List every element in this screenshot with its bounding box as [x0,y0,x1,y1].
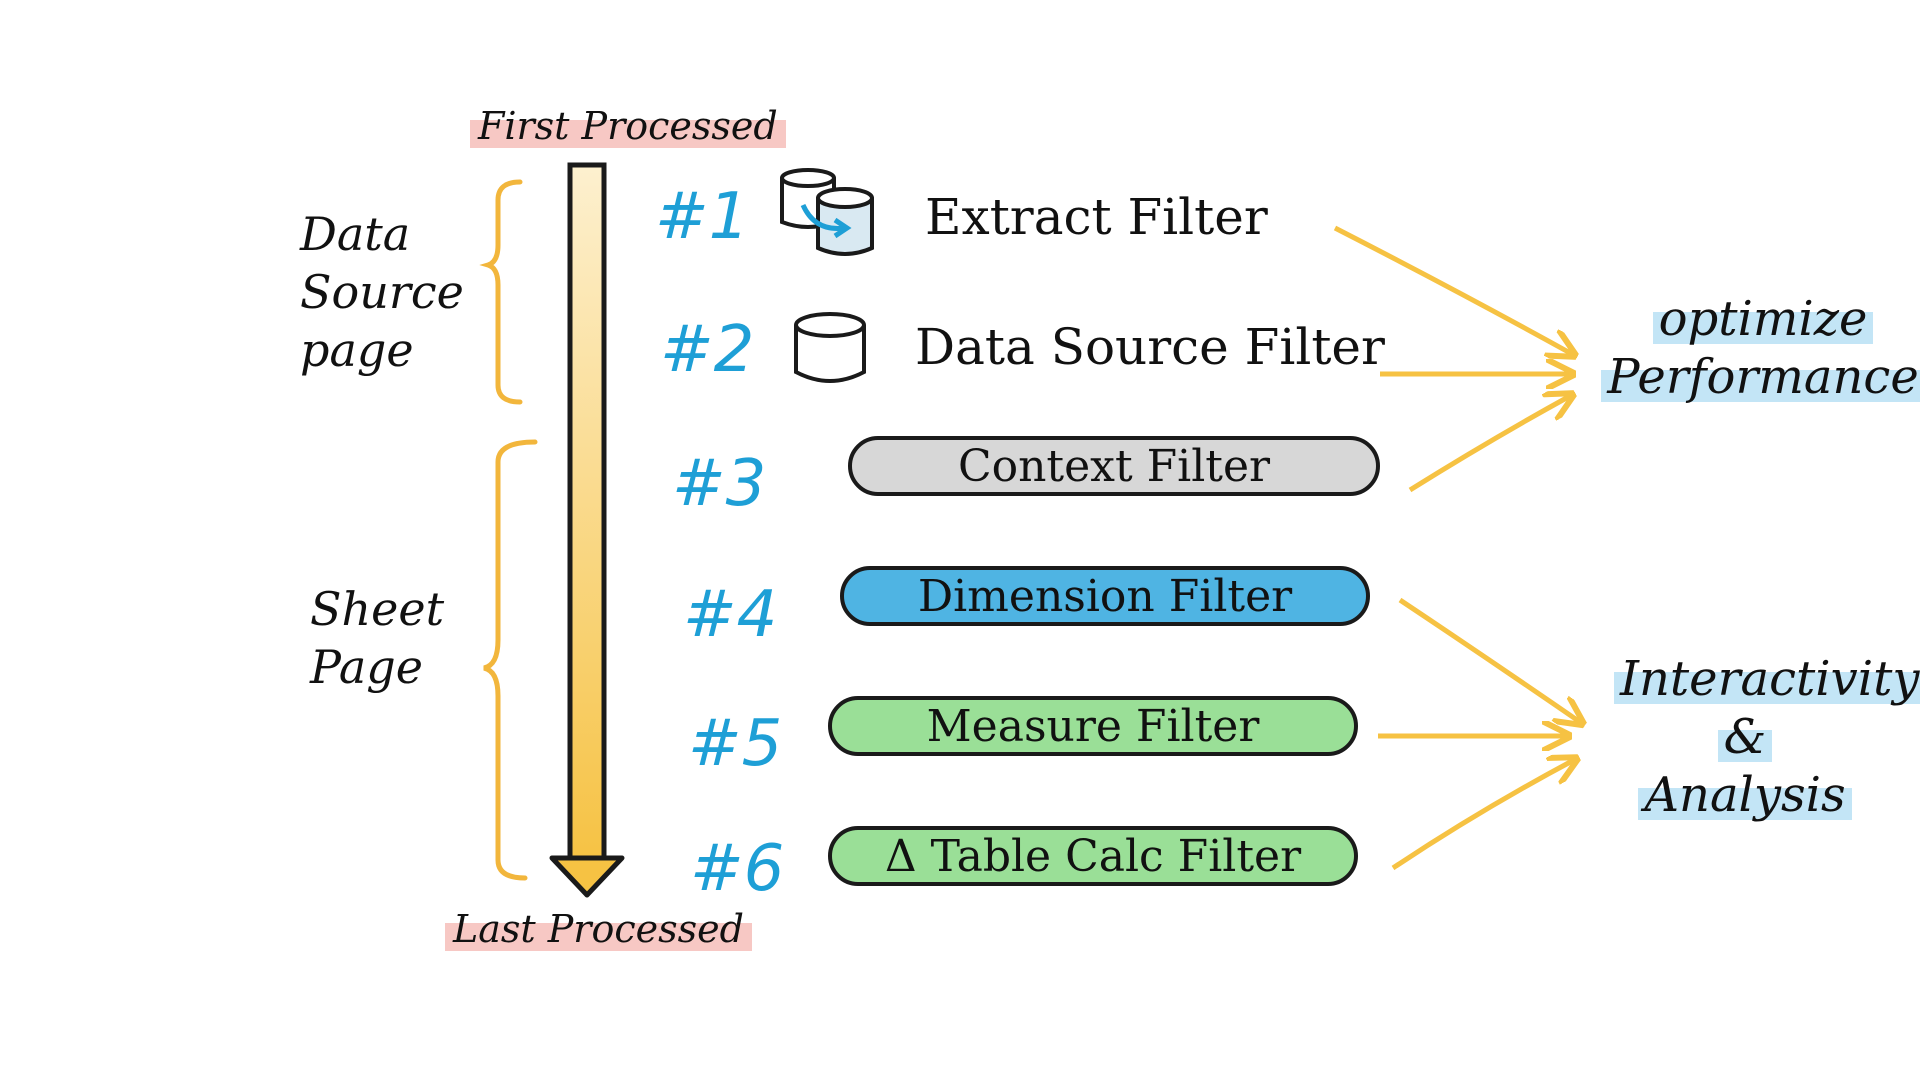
arrow-context-to-optimize [1408,396,1570,493]
last-processed-label: Last Processed [445,905,752,953]
first-processed-text: First Processed [478,104,778,148]
measure-filter-pill: Measure Filter [828,696,1358,756]
first-processed-label: First Processed [470,102,786,150]
processing-order-arrow [549,162,625,898]
step-number-6: #6 [690,832,785,906]
context-filter-pill: Context Filter [848,436,1380,496]
arrow-dimension-to-interactivity [1398,597,1580,722]
section-line: Page [310,640,423,694]
section-line: Source [300,265,464,319]
step-number-3: #3 [672,447,767,521]
arrow-tablecalc-to-interactivity [1391,760,1574,871]
sheet-bracket [483,439,538,881]
step-number-5: #5 [688,707,783,781]
sheet-page-label: Sheet Page [310,580,480,696]
target-line: optimize [1652,291,1874,347]
section-line: page [300,323,414,377]
section-line: Data [300,207,411,261]
target-line: Performance [1601,349,1920,405]
interactivity-analysis-label: Interactivity & Analysis [1614,650,1920,824]
target-line: Interactivity [1614,651,1920,707]
section-line: Sheet [310,582,445,636]
data-source-bracket [479,179,523,405]
context-filter-label: Context Filter [957,440,1271,492]
dimension-filter-pill: Dimension Filter [840,566,1370,626]
measure-filter-label: Measure Filter [926,700,1260,752]
last-processed-text: Last Processed [453,907,744,951]
optimize-performance-label: optimize Performance [1598,290,1920,406]
step-number-4: #4 [683,578,778,652]
extract-filter-label: Extract Filter [925,188,1268,246]
delta-icon: Δ [884,830,917,882]
table-calc-filter-pill: Δ Table Calc Filter [828,826,1358,886]
target-line: & [1717,709,1773,765]
data-source-filter-label: Data Source Filter [915,318,1385,376]
step-number-2: #2 [660,313,755,387]
database-copy-icon [780,168,874,256]
dimension-filter-label: Dimension Filter [917,570,1293,622]
data-source-page-label: Data Source page [300,205,480,379]
database-icon [794,312,866,383]
table-calc-filter-label: Table Calc Filter [930,830,1302,882]
arrow-extract-to-optimize [1333,225,1572,354]
target-line: Analysis [1638,767,1852,823]
step-number-1: #1 [655,180,750,254]
